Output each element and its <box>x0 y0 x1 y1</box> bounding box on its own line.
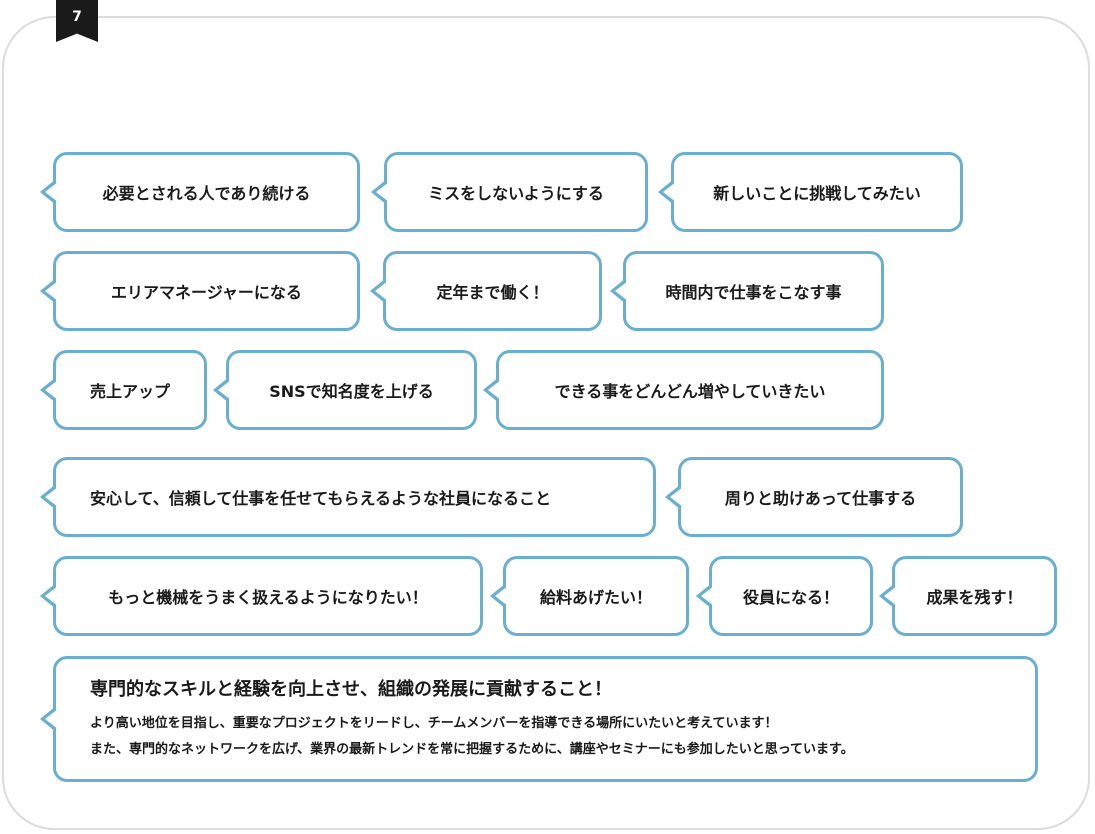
large-bubble-title: 専門的なスキルと経験を向上させ、組織の発展に貢献すること！ <box>90 679 612 700</box>
speech-bubble-5: 定年まで働く！ <box>370 251 602 331</box>
speech-bubble-6: 時間内で仕事をこなす事 <box>610 251 884 331</box>
speech-bubble-14: 役員になる！ <box>696 556 873 636</box>
speech-bubble-4: エリアマネージャーになる <box>40 251 360 331</box>
large-bubble-line-1: より高い地位を目指し、重要なプロジェクトをリードし、チームメンバーを指導できる場… <box>90 716 778 731</box>
speech-bubble-7: 売上アップ <box>40 350 207 430</box>
large-bubble-line-2: また、専門的なネットワークを広げ、業界の最新トレンドを常に把握するために、講座や… <box>90 742 854 757</box>
speech-bubble-10: 安心して、信頼して仕事を任せてもらえるような社員になること <box>40 457 656 537</box>
speech-bubble-large: 専門的なスキルと経験を向上させ、組織の発展に貢献すること！ より高い地位を目指し… <box>40 656 1038 782</box>
speech-bubble-15: 成果を残す！ <box>879 556 1057 636</box>
speech-bubble-8: SNSで知名度を上げる <box>213 350 477 430</box>
speech-bubble-11: 周りと助けあって仕事する <box>665 457 963 537</box>
speech-bubble-13: 給料あげたい！ <box>490 556 689 636</box>
speech-bubble-9: できる事をどんどん増やしていきたい <box>483 350 884 430</box>
speech-bubble-3: 新しいことに挑戦してみたい <box>658 152 963 232</box>
speech-bubble-1: 必要とされる人であり続ける <box>40 152 360 232</box>
speech-bubble-12: もっと機械をうまく扱えるようになりたい！ <box>40 556 483 636</box>
speech-bubble-2: ミスをしないようにする <box>371 152 648 232</box>
